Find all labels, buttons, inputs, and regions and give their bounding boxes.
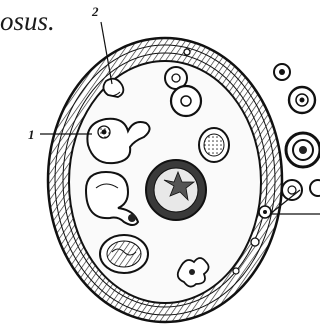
label-1: 1 [28, 127, 35, 142]
bud-top [103, 79, 123, 97]
label-2: 2 [91, 4, 99, 19]
striated-cell [100, 235, 148, 273]
central-cyst [146, 160, 206, 220]
granular-cell [199, 128, 229, 162]
